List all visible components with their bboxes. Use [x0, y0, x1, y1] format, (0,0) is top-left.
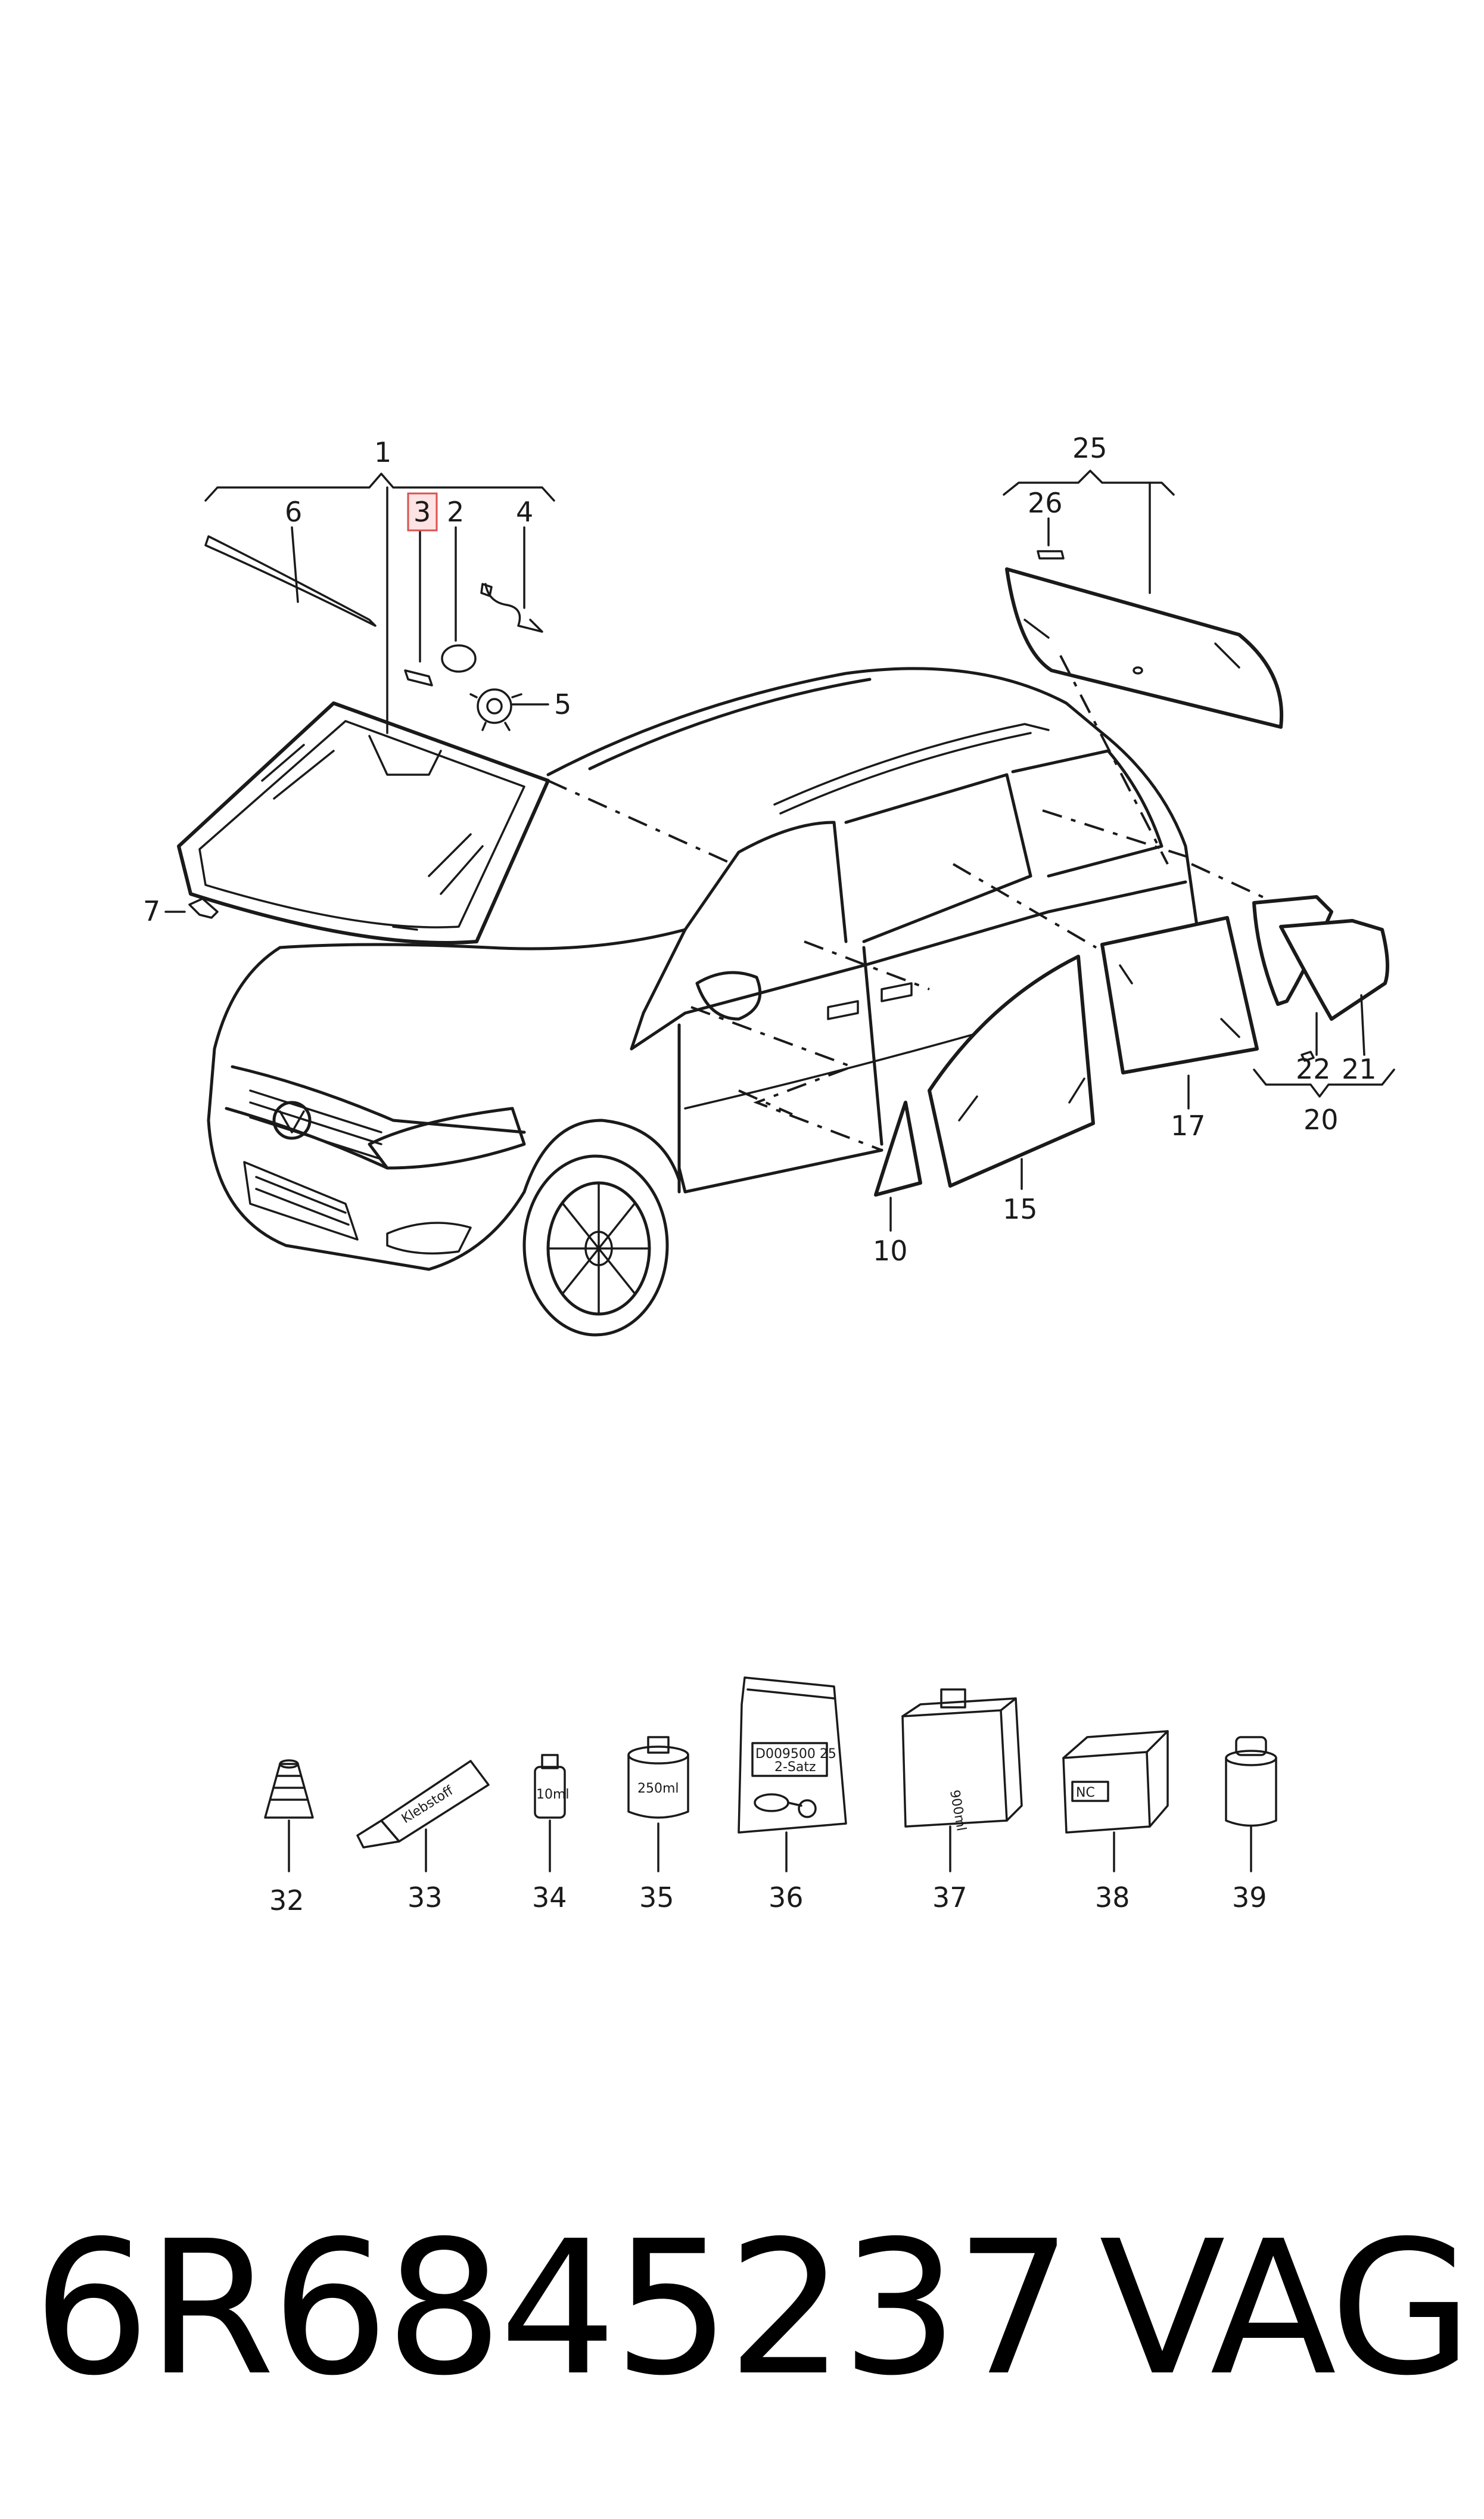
can-label: 250ml: [637, 1781, 679, 1796]
roof-moulding-strip[interactable]: [204, 535, 377, 627]
front-quarter-glass[interactable]: [874, 1101, 922, 1197]
primer-applicator[interactable]: [264, 1759, 314, 1819]
callout-4: 4: [516, 496, 533, 528]
rain-sensor-cover[interactable]: [441, 644, 477, 673]
callout-1: 1: [374, 436, 391, 468]
callout-22: 22: [1296, 1053, 1331, 1085]
callout-26: 26: [1028, 487, 1063, 519]
callout-15: 15: [1003, 1193, 1038, 1225]
part-number: 6R6845237: [33, 2201, 1072, 2416]
callout-32: 32: [269, 1884, 304, 1917]
callout-3-highlight: [407, 492, 438, 532]
cutting-wire-box[interactable]: NC: [1062, 1730, 1169, 1834]
callout-7: 7: [143, 895, 160, 927]
callout-39: 39: [1232, 1881, 1267, 1914]
vehicle-illustration: [207, 667, 1199, 1337]
front-door-glass[interactable]: [928, 955, 1095, 1188]
callout-3: 3: [413, 496, 431, 528]
callout-labels: 1 6 3 2 4 5 7 25 26 10 15 17 22 21 20: [143, 432, 1377, 1267]
rear-window[interactable]: [1005, 567, 1284, 729]
consumables-row: Klebstoff 10ml 250ml D009500 25 2-Satz: [264, 1676, 1277, 1917]
brand-name: VAG: [1099, 2201, 1473, 2416]
primer-can[interactable]: 250ml: [627, 1736, 689, 1819]
windscreen-assembly[interactable]: [177, 701, 550, 945]
bottle-small-label: 10ml: [536, 1787, 570, 1802]
sensor-bracket[interactable]: [404, 669, 433, 687]
leader-lines: [547, 655, 1270, 1151]
repair-kit-bag[interactable]: D009500 25 2-Satz: [738, 1676, 847, 1834]
callout-leaders: [164, 470, 1395, 1232]
callout-17: 17: [1171, 1110, 1206, 1142]
box-label: NC: [1076, 1785, 1095, 1800]
rear-window-clip[interactable]: [1037, 550, 1065, 560]
cleaner-cylinder[interactable]: [1225, 1736, 1277, 1827]
callout-6: 6: [285, 496, 302, 528]
callout-25: 25: [1072, 432, 1107, 464]
callout-20: 20: [1303, 1104, 1339, 1136]
bag-label-1: D009500 25: [755, 1747, 836, 1762]
callout-35: 35: [639, 1881, 674, 1914]
callout-5: 5: [554, 688, 571, 720]
callout-10: 10: [873, 1235, 908, 1267]
bag-label-2: 2-Satz: [774, 1760, 816, 1775]
glass-cleaner-jug[interactable]: 900ml: [901, 1688, 1023, 1832]
callout-34: 34: [532, 1881, 567, 1914]
callout-38: 38: [1095, 1881, 1130, 1914]
callout-37: 37: [932, 1881, 967, 1914]
mirror-base-clip[interactable]: [188, 897, 219, 919]
rear-quarter-glass-assembly[interactable]: [1252, 895, 1389, 1062]
callout-33: 33: [407, 1881, 443, 1914]
callout-21: 21: [1342, 1053, 1377, 1085]
rear-door-glass[interactable]: [1100, 916, 1259, 1074]
rain-light-sensor[interactable]: [469, 688, 522, 731]
callout-2: 2: [447, 496, 464, 528]
callout-36: 36: [769, 1881, 804, 1914]
adhesive-tube[interactable]: Klebstoff: [356, 1760, 490, 1849]
wiring-harness[interactable]: [480, 583, 543, 633]
activator-bottle[interactable]: 10ml: [534, 1754, 570, 1819]
